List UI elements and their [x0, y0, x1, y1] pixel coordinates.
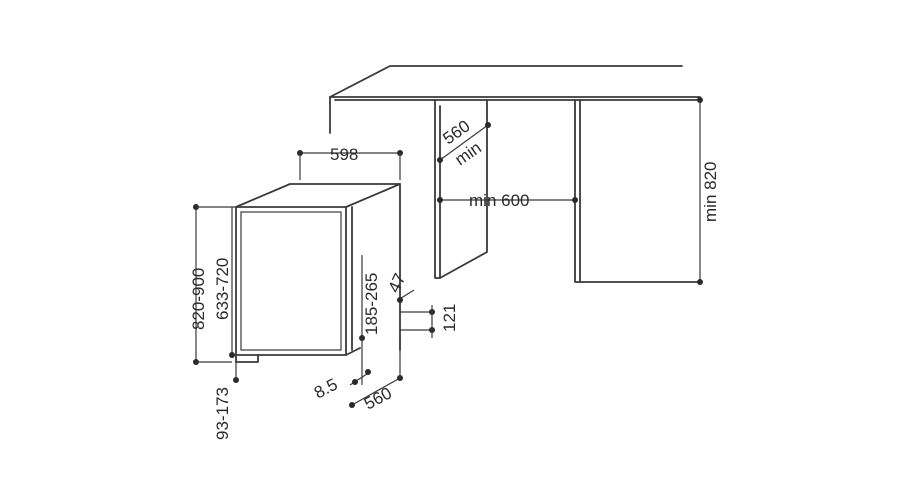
- dim-8.5: [349, 362, 371, 386]
- appliance-body: [235, 183, 401, 363]
- label-47: 47: [384, 271, 409, 296]
- dim-min600: [437, 197, 578, 203]
- label-121: 121: [440, 304, 459, 332]
- label-820-900: 820-900: [189, 268, 208, 330]
- label-min600: min 600: [469, 191, 529, 210]
- countertop: [329, 65, 701, 134]
- niche-right-panel: [574, 99, 701, 283]
- dim-560-depth: [437, 122, 491, 163]
- dim-93-173: [233, 362, 239, 383]
- dim-121: [400, 305, 435, 338]
- dim-min820: [697, 97, 703, 285]
- dim-47: [397, 289, 415, 303]
- dim-820-900: [193, 204, 236, 365]
- label-598: 598: [330, 145, 358, 164]
- dim-598: [297, 150, 403, 180]
- label-min820: min 820: [701, 162, 720, 222]
- label-8.5: 8.5: [311, 375, 341, 403]
- label-633-720: 633-720: [213, 258, 232, 320]
- label-185-265: 185-265: [362, 273, 381, 335]
- dim-633-720: [196, 207, 235, 363]
- dim-560-appliance: [349, 340, 403, 408]
- label-560-appliance: 560: [361, 383, 395, 413]
- niche-left-wall: [434, 99, 488, 279]
- label-93-173: 93-173: [213, 387, 232, 440]
- dim-185-265: [359, 255, 365, 362]
